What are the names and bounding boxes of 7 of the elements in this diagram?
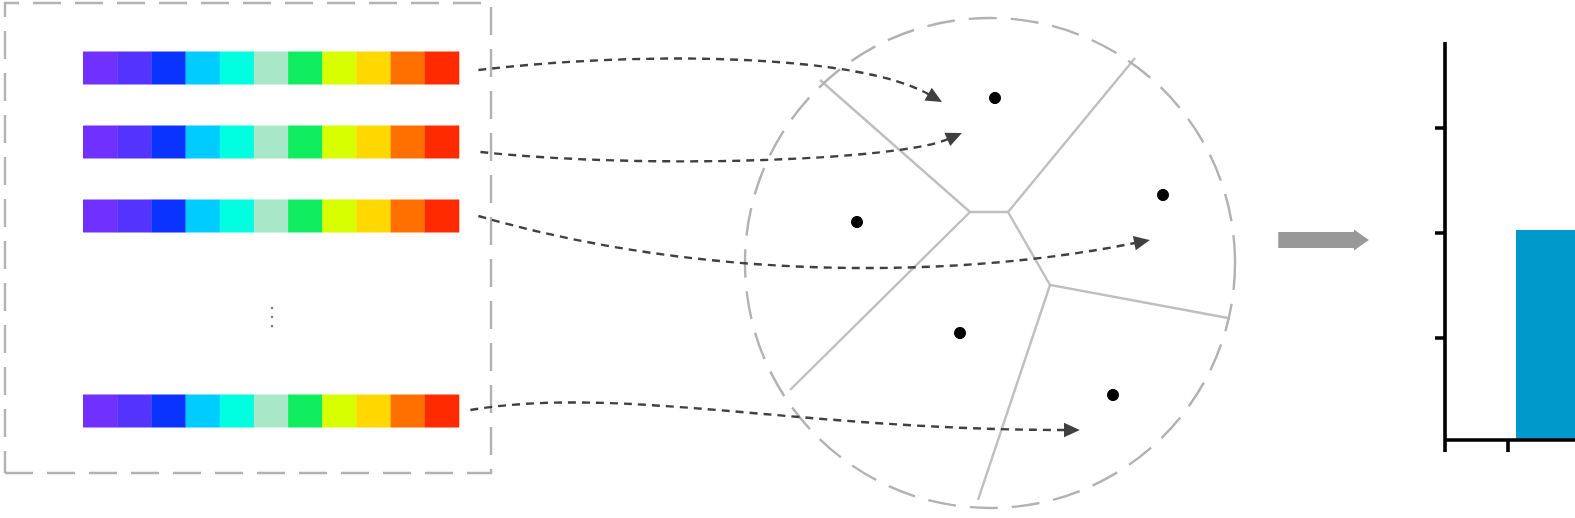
bar-chart-drawing bbox=[1433, 40, 1575, 454]
color-bar bbox=[83, 199, 460, 233]
color-bar bbox=[83, 394, 460, 428]
color-bar bbox=[83, 125, 460, 159]
color-bar bbox=[83, 51, 460, 85]
dashed-frame bbox=[3, 1, 493, 475]
dashed-circle bbox=[743, 16, 1237, 510]
